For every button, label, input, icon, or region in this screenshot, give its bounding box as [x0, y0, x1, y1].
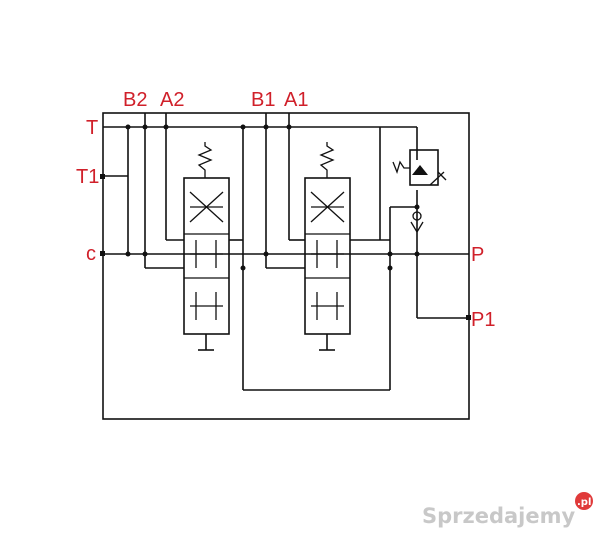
watermark-badge: .pl: [577, 497, 591, 508]
port-label-b2: B2: [123, 89, 147, 111]
port-label-a2: A2: [160, 89, 184, 111]
port-label-t1: T1: [76, 166, 99, 188]
port-terminals: [100, 174, 471, 320]
watermark-badge-icon: [575, 492, 593, 510]
check-valve: [410, 211, 424, 234]
watermark-text: Sprzedajemy: [422, 504, 576, 528]
valve-body-outline: [102, 112, 470, 420]
port-label-a1: A1: [284, 89, 308, 111]
spool-valve-2: [304, 142, 351, 351]
junction-dots: [125, 124, 420, 271]
watermark: Sprzedajemy .pl: [422, 492, 593, 528]
port-label-b1: B1: [251, 89, 275, 111]
port-label-p: P: [471, 244, 484, 266]
port-label-t: T: [86, 117, 98, 139]
port-label-c: c: [86, 243, 96, 265]
spool-valve-1: [183, 142, 230, 351]
port-label-p1: P1: [471, 309, 495, 331]
relief-valve: [392, 149, 447, 186]
